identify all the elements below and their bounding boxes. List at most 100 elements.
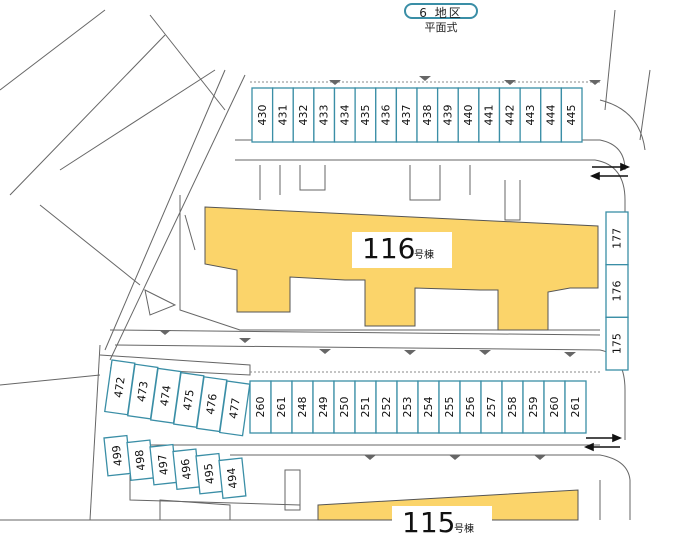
parking-space-number: 475: [181, 389, 197, 412]
lamp-marker: [404, 350, 416, 355]
parking-space-mid-13-259: 259: [522, 380, 545, 434]
building-116: [204, 206, 599, 331]
lamp-markers: [159, 76, 601, 460]
parking-space-number: 433: [318, 105, 331, 126]
parking-space-number: 445: [565, 105, 578, 126]
parking-space-number: 257: [485, 397, 498, 418]
parking-space-number: 252: [380, 397, 393, 418]
lamp-marker: [319, 349, 331, 354]
parking-space-mid-4-250: 250: [333, 380, 356, 434]
lamp-marker: [159, 330, 171, 335]
parking-space-number: 435: [359, 105, 372, 126]
parking-space-number: 261: [569, 397, 582, 418]
lamp-marker: [449, 455, 461, 460]
parking-space-box: [560, 87, 583, 143]
parking-space-number: 254: [422, 397, 435, 418]
parking-space-mid-9-255: 255: [438, 380, 461, 434]
parking-space-number: 431: [276, 105, 289, 126]
parking-space-mid-15-261: 261: [564, 380, 587, 434]
parking-space-439: 439: [436, 87, 459, 143]
parking-space-mid-2-248: 248: [291, 380, 314, 434]
parking-space-number: 432: [297, 105, 310, 126]
parking-space-number: 497: [156, 454, 171, 476]
parking-space-mid-10-256: 256: [459, 380, 482, 434]
parking-space-mid-14-260: 260: [543, 380, 566, 434]
parking-space-number: 249: [317, 397, 330, 418]
arrow-right: [586, 433, 623, 443]
parking-space-496: 496: [172, 448, 201, 491]
parking-space-mid-5-251: 251: [354, 380, 377, 434]
parking-space-175: 175: [605, 316, 629, 371]
parking-space-mid-12-258: 258: [501, 380, 524, 434]
lamp-marker: [419, 76, 431, 81]
traffic-arrows: [583, 162, 631, 452]
parking-space-number: 256: [464, 397, 477, 418]
lamp-marker: [534, 455, 546, 460]
parking-space-number: 259: [527, 397, 540, 418]
parking-space-number: 498: [133, 449, 148, 471]
parking-space-474: 474: [150, 367, 182, 424]
parking-space-number: 444: [545, 105, 558, 126]
parking-space-499: 499: [103, 434, 132, 477]
parking-space-number: 494: [225, 467, 240, 489]
parking-space-box: [605, 316, 629, 371]
parking-space-495: 495: [195, 452, 224, 495]
building-116-number: 116: [362, 232, 415, 265]
parking-space-443: 443: [519, 87, 542, 143]
parking-space-494: 494: [218, 457, 247, 500]
parking-space-430: 430: [251, 87, 274, 143]
arrow-left: [589, 171, 628, 181]
building-115: [317, 489, 579, 521]
parking-space-477: 477: [219, 380, 251, 437]
parking-space-number: 436: [380, 105, 393, 126]
top-row-marker-line: [250, 81, 602, 373]
district-title: 6 地区: [404, 3, 478, 20]
parking-space-number: 499: [110, 445, 125, 467]
lamp-marker: [329, 80, 341, 85]
parking-space-number: 260: [548, 397, 561, 418]
parking-space-437: 437: [395, 87, 418, 143]
parking-space-number: 434: [338, 105, 351, 126]
building-115-number: 115: [402, 506, 455, 539]
parking-space-number: 442: [503, 105, 516, 126]
parking-space-440: 440: [457, 87, 480, 143]
map-header: 6 地区 平面式: [0, 0, 675, 40]
parking-type-label: 平面式: [424, 21, 458, 34]
parking-space-473: 473: [127, 363, 159, 420]
building-115-label-bg: [392, 506, 492, 542]
parking-space-444: 444: [540, 87, 563, 143]
parking-space-number: 261: [275, 397, 288, 418]
parking-space-number: 472: [112, 376, 128, 399]
parking-space-498: 498: [126, 439, 155, 482]
parking-space-438: 438: [416, 87, 439, 143]
lamp-marker: [239, 338, 251, 343]
parking-space-436: 436: [375, 87, 398, 143]
parking-space-number: 437: [400, 105, 413, 126]
parking-space-442: 442: [498, 87, 521, 143]
parking-space-435: 435: [354, 87, 377, 143]
parking-space-mid-1-261: 261: [270, 380, 293, 434]
building-116-label-bg: [352, 232, 452, 268]
parking-space-number: 250: [338, 397, 351, 418]
parking-space-177: 177: [605, 211, 629, 266]
parking-space-box: [219, 380, 251, 437]
parking-space-445: 445: [560, 87, 583, 143]
parking-space-number: 253: [401, 397, 414, 418]
arrow-left: [583, 442, 620, 452]
lamp-marker: [564, 352, 576, 357]
arrow-right: [592, 162, 631, 172]
parking-space-434: 434: [333, 87, 356, 143]
parking-space-mid-6-252: 252: [375, 380, 398, 434]
parking-space-mid-3-249: 249: [312, 380, 335, 434]
lamp-marker: [589, 80, 601, 85]
parking-space-441: 441: [478, 87, 501, 143]
parking-space-number: 248: [296, 397, 309, 418]
parking-space-176: 176: [605, 264, 629, 318]
building-116-suffix: 号棟: [414, 248, 434, 261]
lamp-marker: [504, 80, 516, 85]
parking-space-number: 176: [611, 281, 624, 302]
parking-space-mid-11-257: 257: [480, 380, 503, 434]
